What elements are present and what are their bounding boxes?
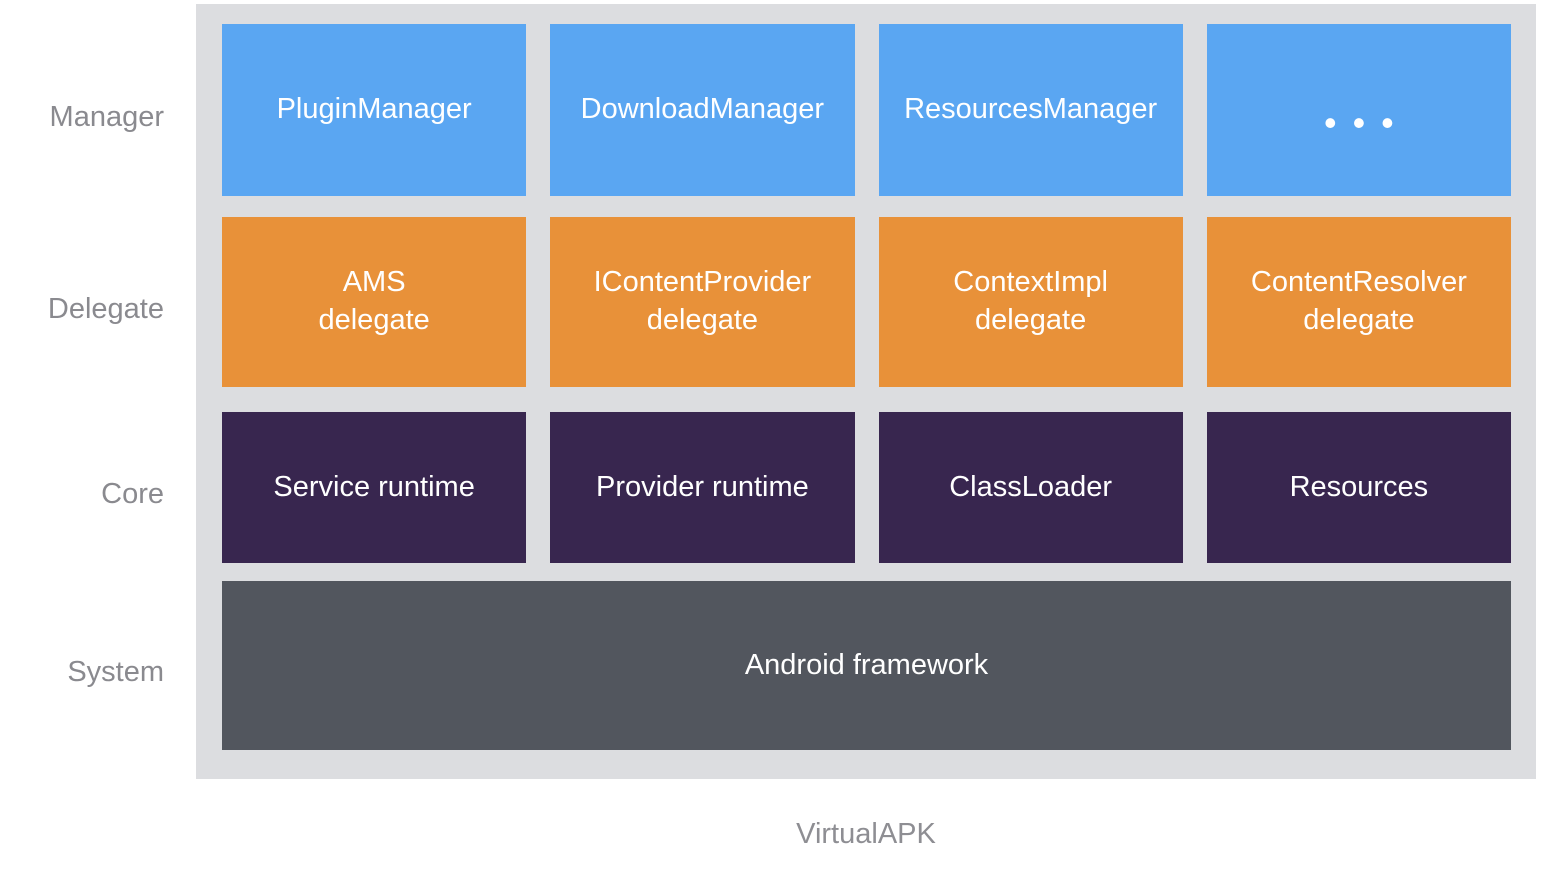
diagram-title: VirtualAPK: [796, 818, 936, 850]
system-layer-row: Android framework: [222, 581, 1511, 750]
box-pluginmanager: PluginManager: [222, 24, 527, 196]
box-downloadmanager: DownloadManager: [550, 24, 855, 196]
layer-label-manager: Manager: [49, 100, 164, 133]
box-more-managers-ellipsis: •••: [1206, 24, 1511, 196]
box-service-runtime: Service runtime: [222, 412, 527, 563]
box-contentresolver-delegate: ContentResolver delegate: [1206, 217, 1511, 387]
box-resources: Resources: [1206, 412, 1511, 563]
box-provider-runtime: Provider runtime: [550, 412, 855, 563]
layer-label-delegate: Delegate: [47, 292, 164, 325]
box-ams-delegate: AMS delegate: [222, 217, 527, 387]
box-resourcesmanager: ResourcesManager: [878, 24, 1183, 196]
layer-label-system: System: [67, 656, 164, 688]
diagram-panel: PluginManager DownloadManager ResourcesM…: [196, 4, 1536, 779]
box-icontentprovider-delegate: IContentProvider delegate: [550, 217, 855, 387]
core-layer-row: Service runtime Provider runtime ClassLo…: [222, 412, 1511, 563]
box-android-framework: Android framework: [222, 581, 1511, 750]
box-contextimpl-delegate: ContextImpl delegate: [878, 217, 1183, 387]
box-classloader: ClassLoader: [878, 412, 1183, 563]
manager-layer-row: PluginManager DownloadManager ResourcesM…: [222, 24, 1511, 196]
delegate-layer-row: AMS delegate IContentProvider delegate C…: [222, 217, 1511, 387]
layer-label-core: Core: [101, 478, 164, 510]
